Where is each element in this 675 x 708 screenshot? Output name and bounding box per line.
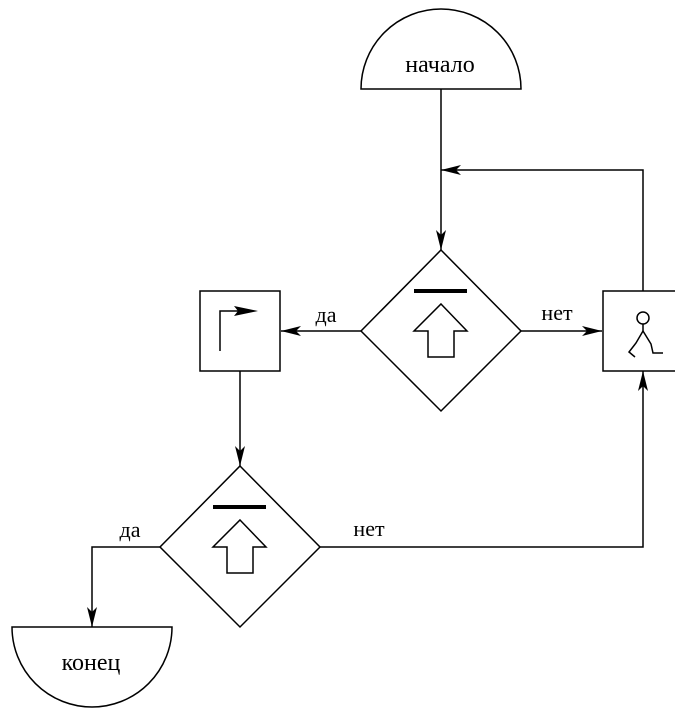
start-terminal: начало [360, 8, 522, 90]
walk-action-box [602, 290, 675, 372]
decision2-no-label: нет [353, 516, 385, 541]
end-label: конец [62, 650, 121, 676]
up-arrow-under-bar-icon [211, 505, 268, 574]
decision1-yes-label: да [316, 302, 337, 327]
end-terminal: конец [11, 626, 173, 708]
walking-person-icon [627, 311, 663, 358]
start-label: начало [405, 52, 474, 78]
connector-decision2-yes [87, 546, 160, 627]
decision-1 [359, 248, 523, 413]
decision2-yes-label: да [120, 517, 141, 542]
connector-loop-back [441, 165, 644, 291]
decision1-no-label: нет [541, 300, 573, 325]
turn-right-action-box [199, 290, 281, 372]
decision-2 [158, 464, 322, 629]
connector-decision2-no [320, 371, 648, 548]
turn-right-arrow-icon [219, 306, 258, 351]
up-arrow-under-bar-icon [412, 289, 469, 358]
